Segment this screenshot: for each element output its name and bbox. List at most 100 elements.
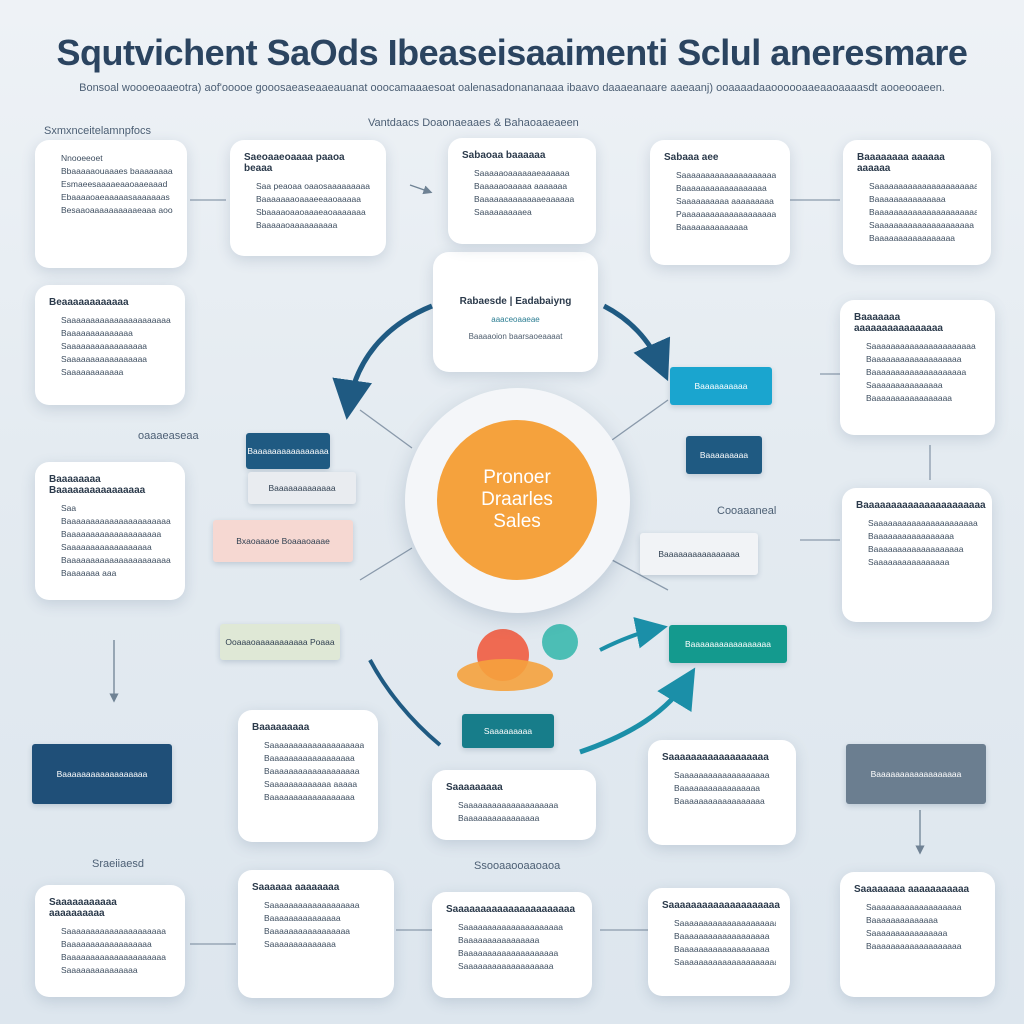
info-card: BaaaaaaaaaaaaaaaaaaaaaaSaaaaaaaaaaaaaaaa… bbox=[842, 488, 992, 622]
card-item: Saaaaaaaaaaaaaaaaaaaaa bbox=[674, 917, 776, 930]
caption-mid-right: Cooaaaneal bbox=[717, 505, 777, 517]
card-item: Besaaoaaaaaaaaaaeaaa aooaaeaa bbox=[61, 204, 173, 217]
card-list: SaaaaaaaaaaaaaaaaaaaaaaBaaaaaaaaaaaaaaaa… bbox=[854, 340, 981, 405]
card-item: Baaaaaaaaaaaaaaaaaa bbox=[676, 182, 776, 195]
card-item: Baaaaaaaaaaaaaaaaa bbox=[868, 530, 978, 543]
card-item: Baaaaaaa aaa bbox=[61, 567, 171, 580]
info-card: Saeoaaeoaaaa paaoa beaaaSaa peaoaa oaaos… bbox=[230, 140, 386, 256]
card-heading: Saaaaaa aaaaaaaa bbox=[252, 882, 340, 893]
info-card: SaaaaaaaaaaaaaaaaaaaaaaSaaaaaaaaaaaaaaaa… bbox=[432, 892, 592, 998]
card-list: SaaaaaaaaaaaaaaaaaaaBaaaaaaaaaaaaaaaaaBa… bbox=[662, 769, 782, 808]
label-pill: Baaaaaaaaaa bbox=[670, 367, 772, 405]
card-item: Saaaaaaaaaaaaaaaaaaa bbox=[866, 901, 981, 914]
caption-top-left: Sxmxnceitelamnpfocs bbox=[44, 125, 151, 137]
card-item: Baaaaaaaaaaaaaaaaaaaaaa bbox=[61, 554, 171, 567]
card-item: Saaaaaaaaaaaaaaaaaaaaaa bbox=[61, 314, 171, 327]
info-card: Baaaaaaa aaaaaaaaaaaaaaaaSaaaaaaaaaaaaaa… bbox=[840, 300, 995, 435]
connector bbox=[359, 409, 413, 449]
cycle-arrow-bottom-right bbox=[579, 667, 696, 755]
card-heading: Saaaaaaaaaaa aaaaaaaaaa bbox=[49, 897, 117, 919]
central-hub: Pronoer Draarles Sales bbox=[437, 420, 597, 580]
card-list: SaaaaaaaaaaaaaaaaaaaaaaBaaaaaaaaaaaaaaSa… bbox=[49, 314, 171, 379]
label-pill: Baaaaaaaaa bbox=[686, 436, 762, 474]
card-heading: Baaaaaaaaa bbox=[252, 722, 310, 733]
card-item: Baaaaaaaaaaaaaaaaaaaaaa bbox=[61, 515, 171, 528]
card-list: SaaaaaaaaaaaaaaaaaaaBaaaaaaaaaaaaaaSaaaa… bbox=[854, 901, 981, 953]
info-card: Sabaoaa baaaaaaSaaaaaoaaaaaaeaaaaaaBaaaa… bbox=[448, 138, 596, 244]
connector bbox=[611, 559, 669, 591]
hub-label-line: Sales bbox=[493, 511, 541, 532]
card-item: Saaaaaaaaaaaaaaaa bbox=[866, 927, 981, 940]
hub-label-line: Draarles bbox=[481, 489, 553, 510]
card-heading: Saaaaaaaaaaaaaaaaaa bbox=[662, 752, 769, 763]
info-card: SaaaaaaaaaaaaaaaaaaSaaaaaaaaaaaaaaaaaaaB… bbox=[648, 740, 796, 845]
cycle-arrow-side bbox=[599, 617, 668, 652]
card-item: Baaaaaaaaaaaaaaaaa bbox=[869, 232, 977, 245]
card-item: Baaaaaaaaaaaaaaaaaaa bbox=[866, 940, 981, 953]
card-item: Baaaaaaaaaaaaaaaaaaa bbox=[866, 353, 981, 366]
card-heading: Baaaaaaaa aaaaaa aaaaaa bbox=[857, 152, 945, 174]
card-item: Saaaaaaaaaaaa bbox=[61, 366, 171, 379]
card-item: Baaaaaaaaaaaaaaaaaa bbox=[264, 791, 364, 804]
card-item: Saaaaaaaaaaaaaaaaaaaaa bbox=[458, 921, 578, 934]
card-list: SaaaaaaaaaaaaaaaaaaaaaaBaaaaaaaaaaaaaaaa… bbox=[856, 517, 978, 569]
card-heading: Saaaaaaaaaaaaaaaaaaaaaa bbox=[446, 904, 576, 915]
card-item: Baaaaaaaaaaaaaaaa bbox=[458, 812, 582, 825]
caption-top-center: Vantdaacs Doaonaeaaes & Bahaoaaeaeen bbox=[368, 117, 579, 129]
card-item: Baaaaaoaaaaa aaaaaaa bbox=[474, 180, 582, 193]
card-list: Saa peaoaa oaaosaaaaaaaaaBaaaaaaaoaaaeea… bbox=[244, 180, 372, 232]
card-item: Saaaaaaaaaaaaaaaa bbox=[868, 556, 978, 569]
card-heading: Beaaaaaaaaaaaa bbox=[49, 297, 129, 308]
card-item: Baaaaaaaaaaaaaaaaaaaa bbox=[458, 947, 578, 960]
card-item: Baaaaaaaaaaaaaaaaaaaa bbox=[61, 528, 171, 541]
card-item: Saaaaaaaaaaaaaaaaaaaaaa bbox=[868, 517, 978, 530]
card-item: Baaaaaaaaaaaaaaaaaaaa bbox=[866, 366, 981, 379]
card-item: Baaaaaaaaaaaaaaaaaaa bbox=[674, 943, 776, 956]
card-list: SaaaaaaaaaaaaaaaaaaaaaBaaaaaaaaaaaaaaaaa… bbox=[49, 925, 171, 977]
info-card: Sabaaa aeeSaaaaaaaaaaaaaaaaaaaaaBaaaaaaa… bbox=[650, 140, 790, 265]
connector bbox=[611, 399, 669, 441]
label-pill: Baaaaaaaaaaaaaaaaaa bbox=[846, 744, 986, 804]
card-item: Nnooeeoet bbox=[61, 152, 173, 165]
label-pill: Baaaaaaaaaaaaaaaa bbox=[640, 533, 758, 575]
label-pill: Bxaoaaaoe Boaaaoaaae bbox=[213, 520, 353, 562]
caption-mid-left: oaaaeaseaa bbox=[138, 430, 199, 442]
card-item: Saaaaaaaaaaaaaaaaaaaa bbox=[458, 799, 582, 812]
hub-label-line: Pronoer bbox=[483, 467, 551, 488]
card-item: Saaaaaaaaaaaaaaaaaaaaa bbox=[869, 219, 977, 232]
card-list: SaaBaaaaaaaaaaaaaaaaaaaaaaBaaaaaaaaaaaaa… bbox=[49, 502, 171, 580]
card-heading: Sabaoaa baaaaaa bbox=[462, 150, 546, 161]
card-item: Saaaaaaaaaaaaaaaaaaa bbox=[674, 769, 782, 782]
label-pill: Baaaaaaaaaaaaaaaa bbox=[246, 433, 330, 469]
card-list: SaaaaaaaaaaaaaaaaaaaaaaBaaaaaaaaaaaaaaaa… bbox=[252, 739, 364, 804]
info-card: Saaaaaaaaaaa aaaaaaaaaaSaaaaaaaaaaaaaaaa… bbox=[35, 885, 185, 997]
card-list: NnooeeoetBbaaaaaouaaaes baaaaaaaasbEsmae… bbox=[49, 152, 173, 217]
card-item: Baaaaaaaaaaaaaaaaa bbox=[866, 392, 981, 405]
card-item: Saaaaaaaaaaaaaaaaaaaaaa bbox=[264, 739, 364, 752]
card-item: Saa peaoaa oaaosaaaaaaaaa bbox=[256, 180, 372, 193]
label-pill: Ooaaaoaaaaaaaaaaa Poaaa bbox=[220, 624, 340, 660]
card-item: Baaaaaaaaaaaaaa bbox=[866, 914, 981, 927]
blob-teal bbox=[542, 624, 578, 660]
info-card: Saaaaaa aaaaaaaaSaaaaaaaaaaaaaaaaaaaBaaa… bbox=[238, 870, 394, 998]
card-item: Saaaaaaaaaaaaaaa bbox=[61, 964, 171, 977]
info-card: Baaaaaaaa aaaaaa aaaaaaSaaaaaaaaaaaaaaaa… bbox=[843, 140, 991, 265]
info-card: BeaaaaaaaaaaaaSaaaaaaaaaaaaaaaaaaaaaaBaa… bbox=[35, 285, 185, 405]
cycle-arrow-bottom-left bbox=[368, 659, 442, 747]
info-card: BaaaaaaaaaSaaaaaaaaaaaaaaaaaaaaaaBaaaaaa… bbox=[238, 710, 378, 842]
label-pill: Baaaaaaaaaaaaa bbox=[248, 472, 356, 504]
card-item: Saaaaaaaaaaaaaa bbox=[264, 938, 380, 951]
card-list: SaaaaaoaaaaaaeaaaaaaBaaaaaoaaaaa aaaaaaa… bbox=[462, 167, 582, 219]
card-item: Saaaaaaaaaaaaaaa bbox=[866, 379, 981, 392]
card-item: Saaaaaaaaaaaaaaaaaaa bbox=[264, 899, 380, 912]
caption-bottom-center: Ssooaaooaaoaoa bbox=[474, 860, 561, 872]
card-item: Baaaaaaaaaaaaaeaaaaaa bbox=[474, 193, 582, 206]
card-item: Ebaaaaoaeaaaaasaaaaaaas bbox=[61, 191, 173, 204]
label-pill: Baaaaaaaaaaaaaaaaa bbox=[669, 625, 787, 663]
card-item: Paaaaaaaaaaaaaaaaaaaaa bbox=[676, 208, 776, 221]
card-item: Baaaaaoaaaaaaaaaa bbox=[256, 219, 372, 232]
cycle-arrow-top-right bbox=[602, 303, 671, 382]
card-item: Baaaaaaaoaaaeeaaoaaaaa bbox=[256, 193, 372, 206]
